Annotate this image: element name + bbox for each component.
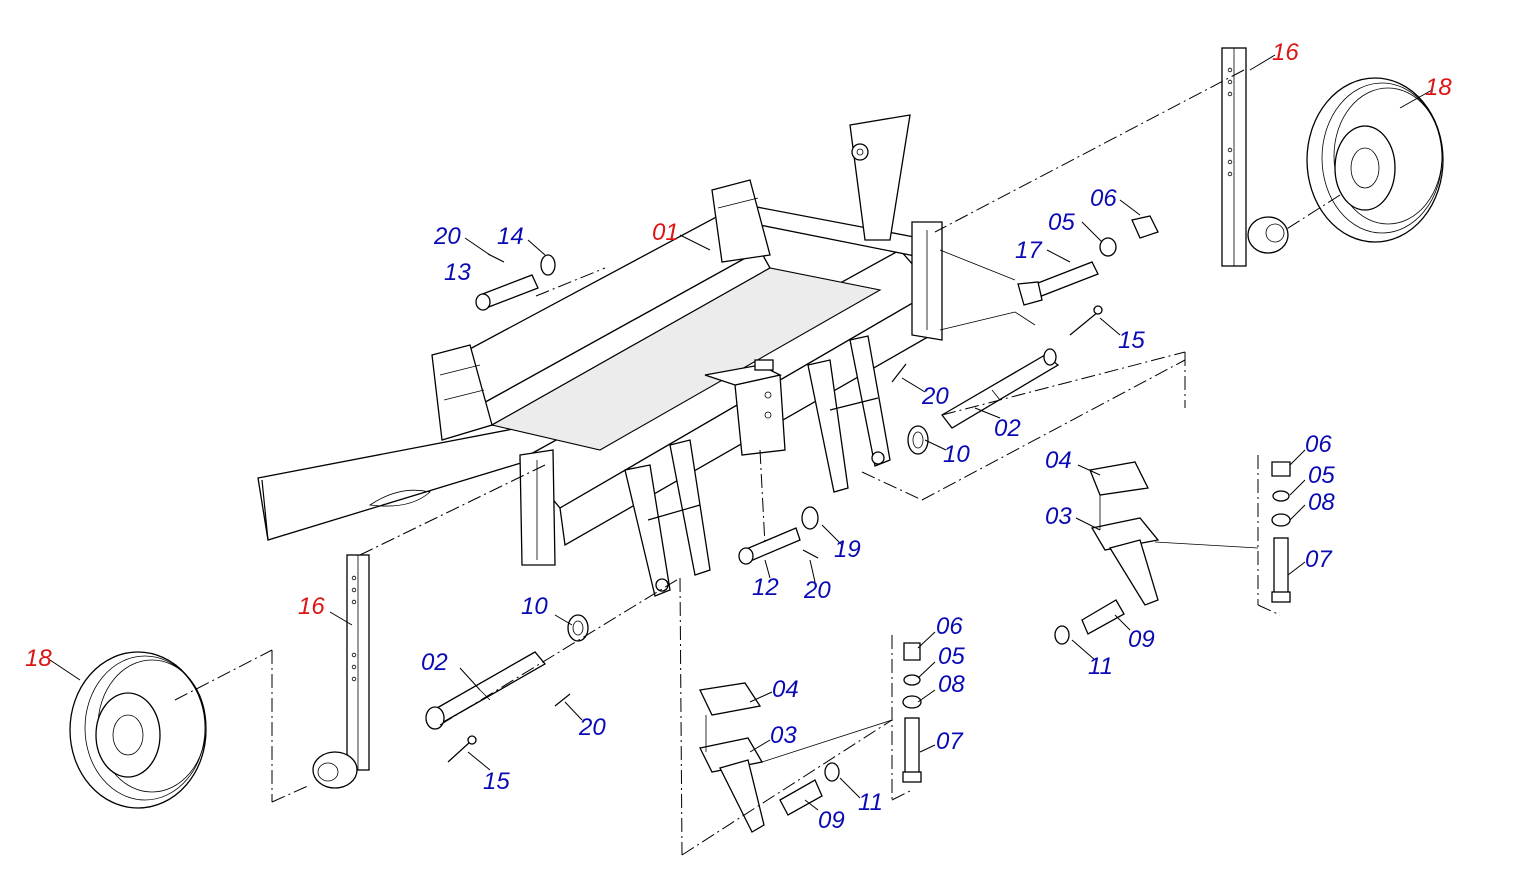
label-part-03-a: 03 <box>1045 503 1072 530</box>
left-caster-bracket <box>699 642 922 833</box>
label-part-16-right: 16 <box>1272 39 1299 66</box>
label-part-06-c: 06 <box>936 613 963 640</box>
label-part-02-b: 02 <box>421 649 448 676</box>
label-part-04-b: 04 <box>772 676 799 703</box>
label-part-15-a: 15 <box>1118 327 1145 354</box>
label-part-02-a: 02 <box>994 415 1021 442</box>
adjust-holes-right <box>1227 67 1233 177</box>
label-part-08-a: 08 <box>1308 489 1335 516</box>
label-part-09-a: 09 <box>1128 626 1155 653</box>
label-part-20-c: 20 <box>803 577 831 604</box>
left-wheel-assembly <box>69 554 370 809</box>
label-part-07-b: 07 <box>936 728 964 755</box>
label-part-18-left: 18 <box>25 645 52 672</box>
adjust-holes <box>351 575 357 682</box>
right-wheel-assembly <box>1221 47 1444 267</box>
label-part-20-d: 20 <box>578 714 606 741</box>
label-part-16-left: 16 <box>298 593 325 620</box>
label-part-03-b: 03 <box>770 722 797 749</box>
main-frame <box>257 114 943 597</box>
label-part-05-b: 05 <box>1308 462 1335 489</box>
label-part-06-a: 06 <box>1090 185 1117 212</box>
label-part-01: 01 <box>652 219 679 246</box>
label-part-10-a: 10 <box>943 441 970 468</box>
part-labels: 01 16 18 16 18 20 14 13 17 05 06 15 20 0… <box>25 39 1452 834</box>
label-part-18-right: 18 <box>1425 74 1452 101</box>
label-part-17: 17 <box>1015 237 1043 264</box>
label-part-11-b: 11 <box>858 789 883 816</box>
right-caster-bracket <box>1054 461 1291 645</box>
center-lines <box>174 69 1341 856</box>
label-part-05-a: 05 <box>1048 209 1075 236</box>
label-part-20-b: 20 <box>921 383 949 410</box>
label-part-07-a: 07 <box>1305 546 1333 573</box>
label-part-20-a: 20 <box>433 223 461 250</box>
label-part-13: 13 <box>444 259 471 286</box>
label-part-15-b: 15 <box>483 768 510 795</box>
label-part-10-b: 10 <box>521 593 548 620</box>
label-part-04-a: 04 <box>1045 447 1072 474</box>
label-part-08-b: 08 <box>938 671 965 698</box>
label-part-06-b: 06 <box>1305 431 1332 458</box>
loose-parts <box>425 215 1159 763</box>
label-part-12: 12 <box>752 574 779 601</box>
leader-lines <box>49 54 1433 811</box>
label-part-05-c: 05 <box>938 643 965 670</box>
label-part-11-a: 11 <box>1088 653 1113 680</box>
label-part-09-b: 09 <box>818 807 845 834</box>
label-part-14: 14 <box>497 223 524 250</box>
label-part-19: 19 <box>834 536 861 563</box>
